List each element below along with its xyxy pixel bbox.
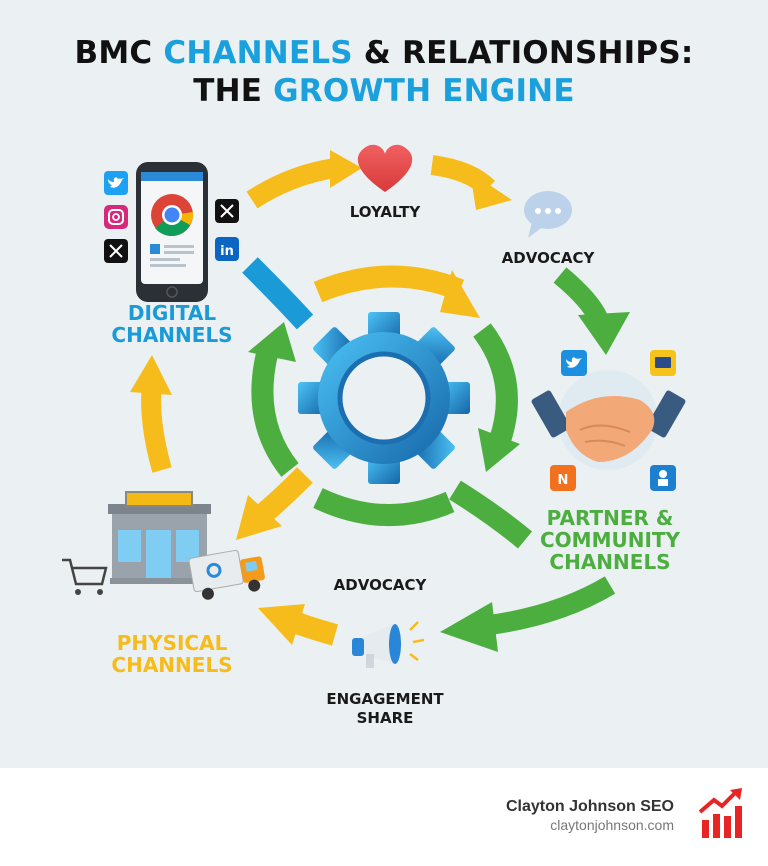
heart-icon	[357, 144, 413, 192]
smartphone-icon	[136, 162, 208, 302]
x-logo-icon	[104, 239, 128, 263]
arrow-physical-to-digital	[130, 355, 172, 473]
brand-block: Clayton Johnson SEO claytonjohnson.com	[506, 798, 674, 833]
chrome-logo-icon	[151, 194, 194, 237]
svg-text:N: N	[558, 473, 569, 488]
physical-channels-label: PHYSICAL CHANNELS	[111, 631, 233, 677]
svg-text:in: in	[220, 244, 234, 259]
advocacy-bottom-label: ADVOCACY	[333, 576, 427, 594]
arrow-loyalty-to-advocacy	[430, 155, 512, 210]
handshake-icon	[531, 370, 686, 470]
twitter-icon	[561, 350, 587, 376]
arrow-engagement-to-physical	[258, 604, 339, 646]
advocacy-top-label: ADVOCACY	[501, 249, 595, 267]
footer: Clayton Johnson SEO claytonjohnson.com	[0, 768, 768, 866]
arrow-digital-to-loyalty	[246, 150, 362, 209]
growth-chart-icon	[698, 788, 742, 838]
page-title: BMC CHANNELS & RELATIONSHIPS: THE GROWTH…	[0, 34, 768, 110]
twitter-icon	[104, 171, 128, 195]
infographic-canvas: BMC CHANNELS & RELATIONSHIPS: THE GROWTH…	[0, 0, 768, 768]
title-line-2: THE GROWTH ENGINE	[193, 73, 575, 109]
engagement-share-label: ENGAGEMENT SHARE	[326, 690, 444, 727]
cards-icon	[650, 350, 676, 376]
robot-icon	[650, 465, 676, 491]
arrow-advocacy-to-partner	[553, 267, 630, 355]
gear-icon	[298, 312, 470, 484]
brand-name: Clayton Johnson SEO	[505, 798, 674, 815]
x-logo-icon	[215, 199, 239, 223]
digital-channels-label: DIGITAL CHANNELS	[111, 301, 233, 347]
title-line-1: BMC CHANNELS & RELATIONSHIPS:	[74, 35, 694, 71]
linkedin-icon: in	[215, 237, 239, 261]
arrow-partner-to-engagement	[440, 576, 616, 652]
megaphone-icon	[352, 621, 425, 668]
loyalty-label: LOYALTY	[349, 203, 421, 221]
community-app-icon: N	[550, 465, 576, 491]
brand-url[interactable]: claytonjohnson.com	[550, 817, 674, 833]
partner-community-channels-label: PARTNER & COMMUNITY CHANNELS	[539, 506, 681, 574]
inner-ring	[236, 257, 533, 549]
shopping-cart-icon	[62, 558, 108, 595]
delivery-truck-icon	[188, 549, 265, 600]
instagram-icon	[104, 205, 128, 229]
cycle-diagram: in N	[62, 144, 686, 668]
chat-bubble-icon	[524, 191, 572, 238]
